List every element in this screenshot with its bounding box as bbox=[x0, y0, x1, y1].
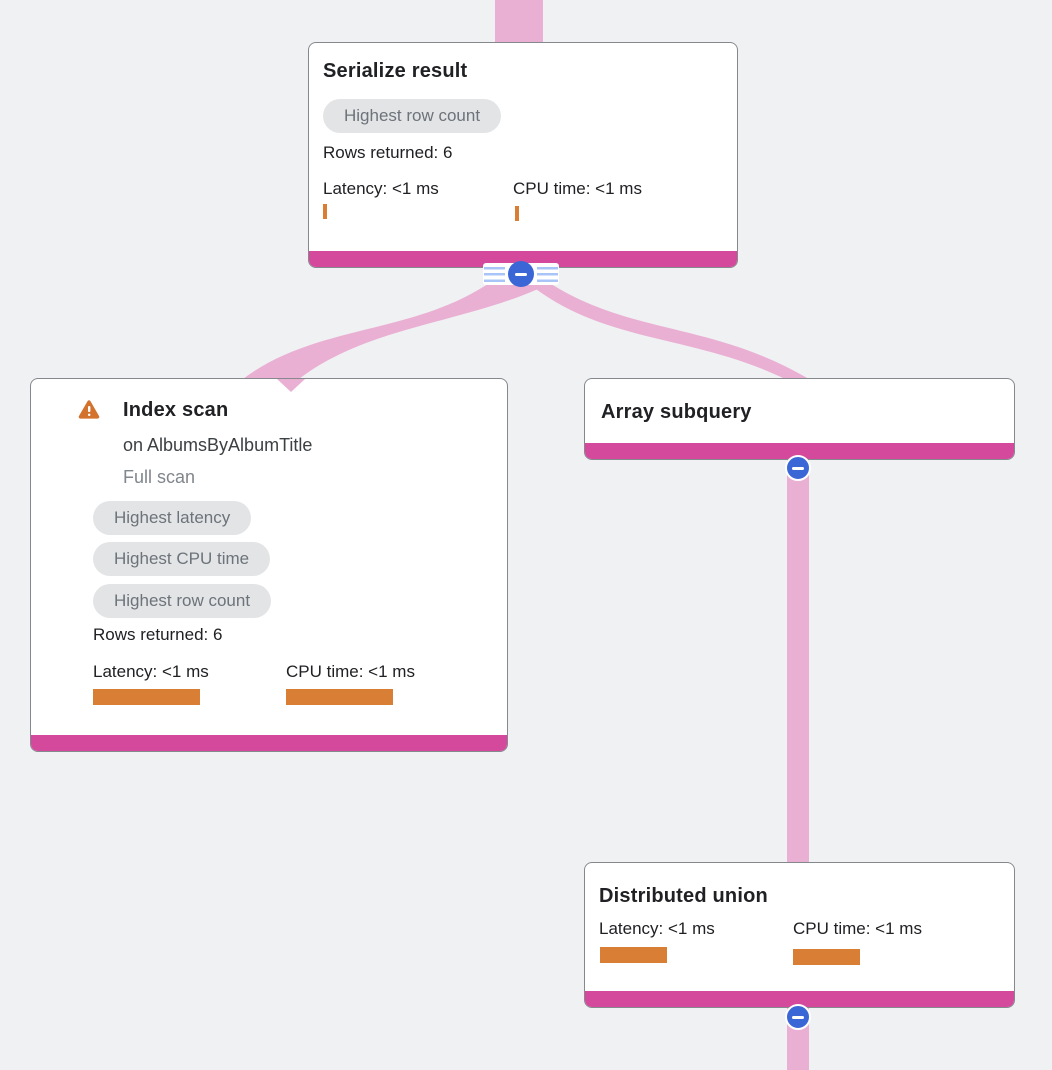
latency-bar bbox=[600, 947, 667, 963]
minus-icon bbox=[792, 1015, 804, 1019]
latency-label: Latency: <1 ms bbox=[323, 179, 439, 198]
cpu-time-label: CPU time: <1 ms bbox=[793, 919, 922, 938]
node-accent-bar bbox=[31, 735, 507, 751]
cpu-time-bar bbox=[793, 949, 860, 965]
node-array-subquery[interactable]: Array subquery bbox=[584, 378, 1015, 460]
node-accent-bar bbox=[585, 443, 1014, 459]
badge-highest-row-count: Highest row count bbox=[323, 99, 502, 133]
cpu-time-bar bbox=[515, 206, 519, 221]
node-distributed-union[interactable]: Distributed union Latency: <1 ms CPU tim… bbox=[584, 862, 1015, 1008]
badge-highest-cpu-time: Highest CPU time bbox=[93, 542, 271, 576]
minus-icon bbox=[792, 466, 804, 470]
node-title: Serialize result bbox=[323, 60, 468, 82]
collapse-button-array-subquery[interactable] bbox=[785, 455, 811, 481]
latency-bar bbox=[93, 689, 200, 705]
rows-returned-label: Rows returned: 6 bbox=[323, 143, 453, 162]
scan-type-label: Full scan bbox=[123, 467, 196, 487]
cpu-time-label: CPU time: <1 ms bbox=[286, 662, 415, 681]
badge-highest-latency: Highest latency bbox=[93, 501, 252, 535]
node-accent-bar bbox=[585, 991, 1014, 1007]
node-title: Array subquery bbox=[601, 401, 752, 423]
latency-label: Latency: <1 ms bbox=[599, 919, 715, 938]
collapse-button-serialize-result[interactable] bbox=[483, 261, 559, 287]
minus-circle-icon bbox=[508, 261, 534, 287]
edge-parent-to-serialize-result bbox=[495, 0, 543, 44]
edge-arrowhead-icon bbox=[277, 379, 305, 392]
latency-bar bbox=[323, 204, 327, 219]
node-subtitle: on AlbumsByAlbumTitle bbox=[123, 435, 313, 455]
badge-highest-row-count: Highest row count bbox=[93, 584, 272, 618]
node-serialize-result[interactable]: Serialize result Highest row count Rows … bbox=[308, 42, 738, 268]
cpu-time-bar bbox=[286, 689, 393, 705]
edge-serialize-result-to-index-scan bbox=[243, 276, 545, 379]
node-title: Distributed union bbox=[599, 885, 768, 907]
collapse-button-distributed-union[interactable] bbox=[785, 1004, 811, 1030]
node-index-scan[interactable]: Index scan on AlbumsByAlbumTitle Full sc… bbox=[30, 378, 508, 752]
node-accent-bar bbox=[309, 251, 737, 267]
cpu-time-label: CPU time: <1 ms bbox=[513, 179, 642, 198]
edge-array-subquery-to-distributed-union bbox=[787, 458, 809, 864]
grip-lines-icon bbox=[484, 266, 505, 282]
rows-returned-label: Rows returned: 6 bbox=[93, 625, 223, 644]
edge-serialize-result-to-array-subquery bbox=[522, 278, 809, 379]
grip-lines-icon bbox=[537, 266, 558, 282]
warning-icon bbox=[78, 400, 100, 419]
latency-label: Latency: <1 ms bbox=[93, 662, 209, 681]
node-title: Index scan bbox=[123, 399, 229, 421]
